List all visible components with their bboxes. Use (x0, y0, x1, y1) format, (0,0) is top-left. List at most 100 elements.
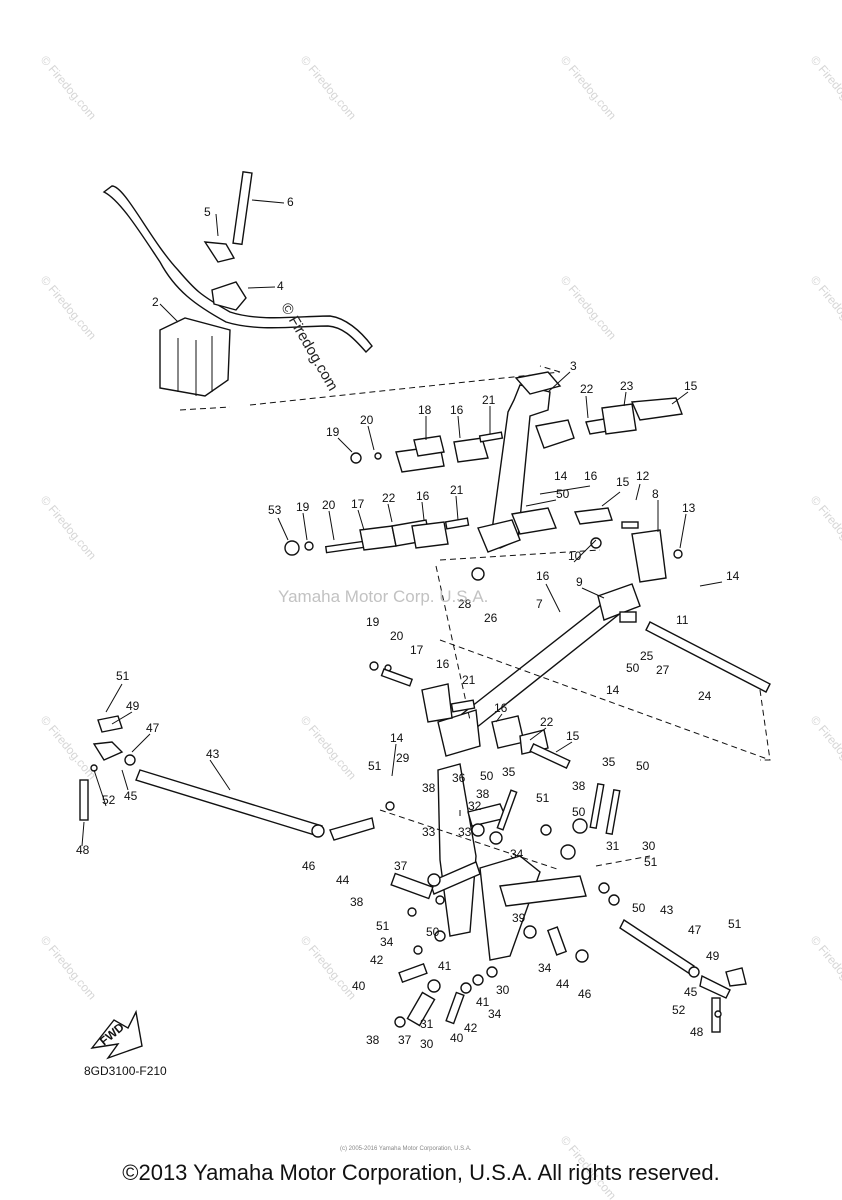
tile-watermark: © Firedog.com (808, 273, 842, 342)
callout-label: 25 (640, 649, 654, 663)
callout-label: 50 (636, 759, 650, 773)
callout-label: 47 (146, 721, 160, 735)
callout-label: 2 (152, 295, 159, 309)
tile-watermark: © Firedog.com (808, 53, 842, 122)
callout-label: 20 (390, 629, 404, 643)
post-bottom (477, 519, 521, 553)
callout-label: 16 (536, 569, 550, 583)
upper-links (350, 397, 683, 473)
callout-label: 31 (420, 1017, 434, 1031)
tile-watermark: © Firedog.com (38, 53, 99, 122)
callout-label: 24 (698, 689, 712, 703)
callout-label: 19 (326, 425, 340, 439)
clamp (211, 281, 247, 311)
callout-label: 34 (380, 935, 394, 949)
callout-label: 15 (684, 379, 698, 393)
callout-label: 44 (336, 873, 350, 887)
callout-label: 15 (616, 475, 630, 489)
tile-watermark: © Firedog.com (38, 713, 99, 782)
callout-label: 20 (322, 498, 336, 512)
callout-label: 38 (572, 779, 586, 793)
callout-label: 50 (426, 925, 440, 939)
callout-label: 35 (602, 755, 616, 769)
riser-block (159, 317, 231, 397)
riser-detail (177, 336, 213, 396)
cross-shaft (435, 549, 771, 761)
callout-label: 36 (452, 771, 466, 785)
callout-label: 21 (462, 673, 476, 687)
callout-label: 35 (502, 765, 516, 779)
watermark-tiles: © Firedog.com © Firedog.com © Firedog.co… (38, 53, 842, 1200)
tile-watermark: © Firedog.com (298, 53, 359, 122)
callout-label: 30 (420, 1037, 434, 1051)
lower-left-links (369, 661, 571, 770)
lower-bracket (511, 507, 557, 535)
callout-label: 20 (360, 413, 374, 427)
tile-watermark: © Firedog.com (558, 53, 619, 122)
callout-label: 7 (536, 597, 543, 611)
callout-label: 14 (390, 731, 404, 745)
callout-label: 51 (376, 919, 390, 933)
callout-label: 11 (676, 613, 689, 627)
callout-label: 39 (512, 911, 526, 925)
callout-label: 18 (418, 403, 432, 417)
bolt-6 (232, 171, 253, 246)
tile-watermark: © Firedog.com (298, 933, 359, 1002)
pitman-arms (379, 763, 651, 1028)
small-copyright: (c) 2005-2016 Yamaha Motor Corporation, … (340, 1146, 472, 1152)
callout-label: 19 (366, 615, 380, 629)
right-tie-rod (619, 918, 747, 1033)
callout-label: 16 (494, 701, 508, 715)
callout-label: 22 (580, 382, 594, 396)
middle-links (284, 507, 683, 583)
callout-label: 46 (578, 987, 592, 1001)
callout-label: 22 (540, 715, 554, 729)
steering-column (477, 371, 575, 553)
tile-watermark: © Firedog.com (38, 493, 99, 562)
callout-label: 51 (116, 669, 130, 683)
callout-label: 47 (688, 923, 702, 937)
handlebar (102, 185, 373, 354)
callout-label: 40 (450, 1031, 464, 1045)
callout-label: 3 (570, 359, 577, 373)
callout-label: 27 (656, 663, 670, 677)
tile-watermark: © Firedog.com (298, 713, 359, 782)
callout-label: 31 (606, 839, 620, 853)
callout-label: 50 (632, 901, 646, 915)
callout-label: 53 (268, 503, 282, 517)
callout-label: 17 (351, 497, 365, 511)
callout-label: 28 (458, 597, 472, 611)
tile-watermark: © Firedog.com (38, 933, 99, 1002)
copyright-footer: ©2013 Yamaha Motor Corporation, U.S.A. A… (122, 1160, 720, 1185)
callout-label: 16 (436, 657, 450, 671)
callout-label: 22 (382, 491, 396, 505)
callout-label: 46 (302, 859, 316, 873)
pitman-arm-left (437, 763, 477, 937)
callout-label: 16 (416, 489, 430, 503)
callout-label: 12 (636, 469, 650, 483)
callout-label: 51 (644, 855, 658, 869)
callout-label: 37 (398, 1033, 412, 1047)
callout-label: 48 (690, 1025, 704, 1039)
callout-label: 43 (660, 903, 674, 917)
callout-label: 41 (476, 995, 490, 1009)
callout-label: 4 (277, 279, 284, 293)
callout-label: 29 (396, 751, 410, 765)
callout-label: 52 (672, 1003, 686, 1017)
callout-label: 14 (726, 569, 740, 583)
callout-label: 9 (576, 575, 583, 589)
callout-label: 16 (584, 469, 598, 483)
callout-label: 8 (652, 487, 659, 501)
callout-label: 50 (626, 661, 640, 675)
callout-label: 32 (468, 799, 482, 813)
callout-label: 34 (538, 961, 552, 975)
callout-label: 13 (682, 501, 696, 515)
callout-label: 50 (480, 769, 494, 783)
tile-watermark: © Firedog.com (808, 493, 842, 562)
callout-label: 14 (554, 469, 568, 483)
tile-watermark: © Firedog.com (38, 273, 99, 342)
callout-label: 40 (352, 979, 366, 993)
diagram-part-code: 8GD3100-F210 (84, 1064, 167, 1078)
pitman-arm-right (479, 855, 541, 961)
